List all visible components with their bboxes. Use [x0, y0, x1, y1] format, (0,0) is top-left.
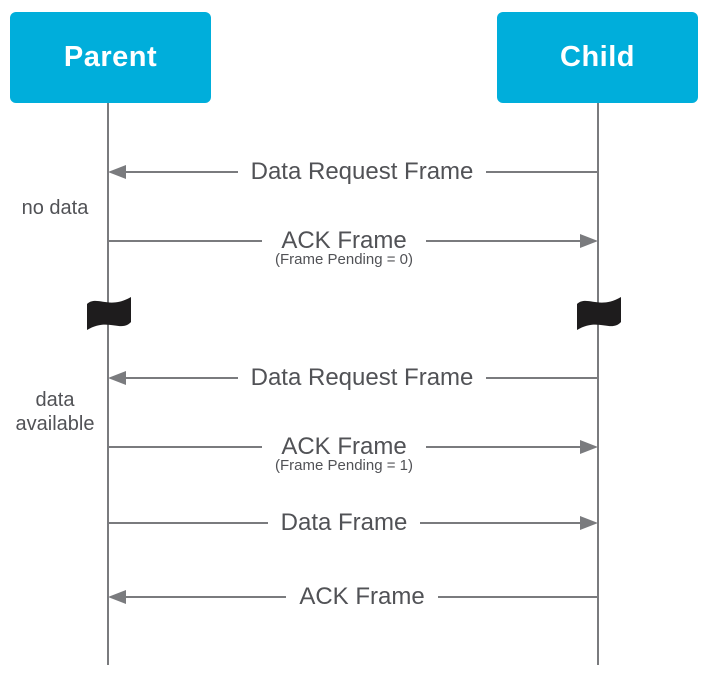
actor-box-child: Child	[497, 12, 698, 103]
arrowhead-left-icon	[108, 165, 126, 179]
message-ack-frame-2: ACK Frame (Frame Pending = 1)	[108, 433, 599, 475]
message-line	[108, 522, 268, 524]
message-line	[126, 377, 238, 379]
message-ack-frame-3: ACK Frame	[108, 583, 599, 611]
lifeline-child	[597, 103, 599, 665]
message-label: Data Request Frame	[237, 158, 487, 186]
message-subtitle: (Frame Pending = 0)	[275, 251, 413, 268]
message-data-request-frame-2: Data Request Frame	[108, 364, 599, 392]
actor-label-child: Child	[560, 41, 635, 73]
message-data-request-frame-1: Data Request Frame	[108, 158, 599, 186]
arrowhead-left-icon	[108, 371, 126, 385]
arrowhead-right-icon	[580, 440, 599, 454]
message-line	[126, 596, 287, 598]
message-line	[126, 171, 238, 173]
message-line	[426, 446, 581, 448]
actor-label-parent: Parent	[63, 41, 158, 73]
message-title: Data Request Frame	[250, 158, 474, 185]
message-label: Data Frame	[267, 509, 421, 537]
message-line	[437, 596, 599, 598]
message-ack-frame-1: ACK Frame (Frame Pending = 0)	[108, 227, 599, 269]
message-title: ACK Frame	[281, 433, 407, 460]
side-note-no-data: no data	[21, 197, 89, 219]
message-label: Data Request Frame	[237, 364, 487, 392]
message-label: ACK Frame (Frame Pending = 0)	[262, 227, 426, 269]
flag-icon	[577, 297, 621, 330]
message-line	[426, 240, 581, 242]
message-line	[486, 377, 599, 379]
message-label: ACK Frame (Frame Pending = 1)	[262, 433, 426, 475]
message-title: Data Request Frame	[250, 364, 474, 391]
actor-box-parent: Parent	[10, 12, 211, 103]
arrowhead-right-icon	[580, 234, 599, 248]
message-title: ACK Frame	[281, 227, 407, 254]
arrowhead-left-icon	[108, 590, 126, 604]
message-data-frame: Data Frame	[108, 509, 599, 537]
flag-icon	[87, 297, 131, 330]
side-note-data-available: data available	[15, 389, 95, 435]
message-line	[486, 171, 599, 173]
message-line	[108, 446, 263, 448]
message-subtitle: (Frame Pending = 1)	[275, 457, 413, 474]
message-title: Data Frame	[280, 509, 408, 536]
arrowhead-right-icon	[580, 516, 599, 530]
message-line	[420, 522, 581, 524]
message-line	[108, 240, 263, 242]
message-label: ACK Frame	[286, 583, 438, 611]
message-title: ACK Frame	[299, 583, 425, 610]
